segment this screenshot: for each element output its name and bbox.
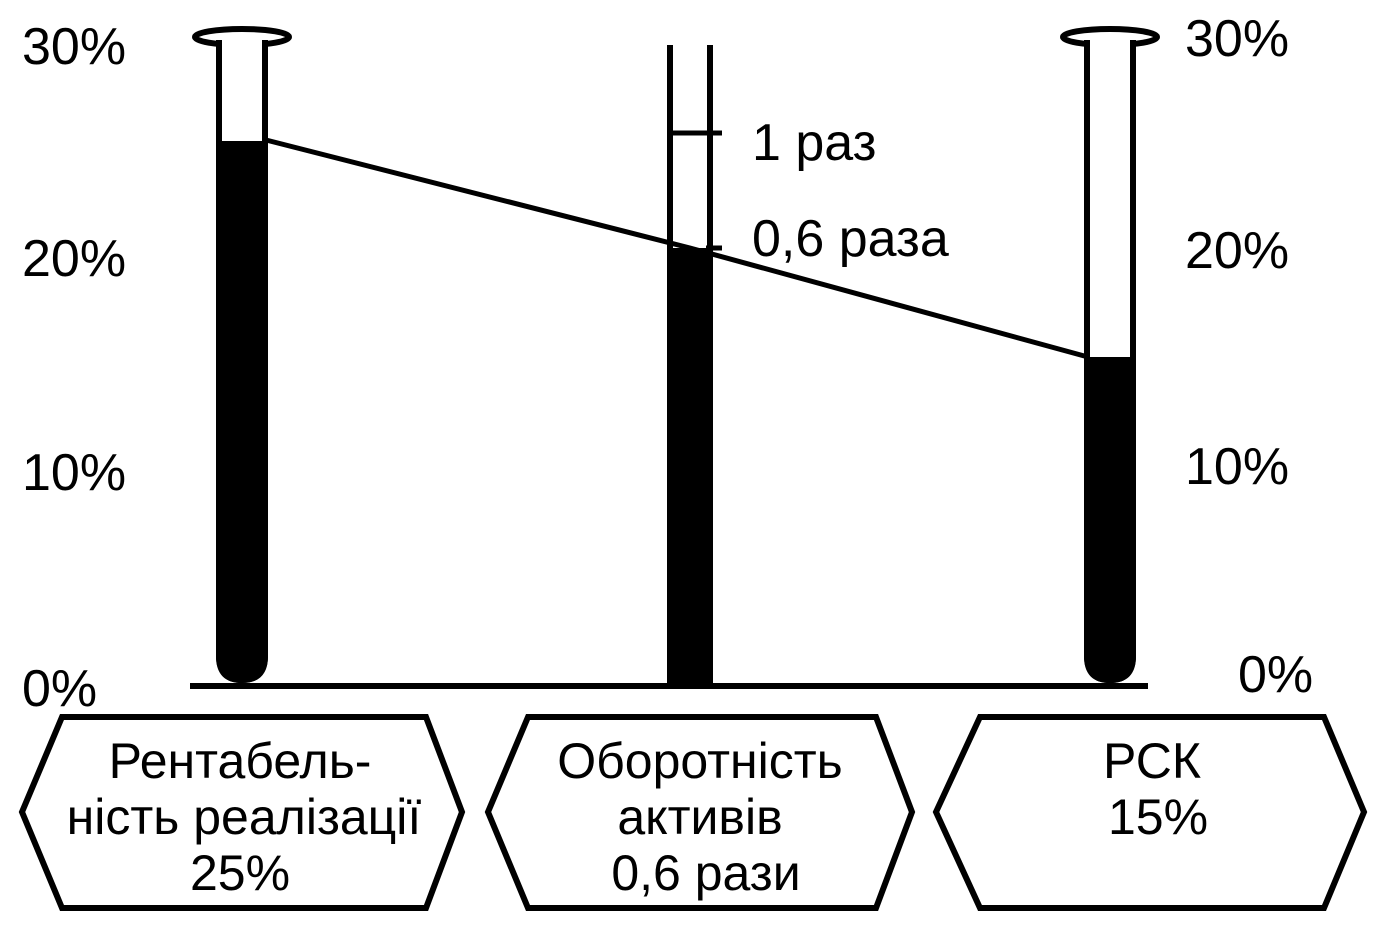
label-box-turnover-shape [484, 714, 916, 911]
label-profitability-line-1: Рентабель- [109, 733, 372, 789]
label-box-roe: РСК 15% [932, 714, 1368, 911]
label-roe-line-2: 15% [1108, 789, 1208, 845]
tube-profitability-fill [216, 141, 268, 683]
right-axis-label-20: 20% [1185, 222, 1289, 280]
tube-roe-fill [1084, 357, 1136, 683]
label-roe-line-1: РСК [1103, 733, 1201, 789]
label-turnover-line-1: Оборотність [557, 733, 842, 789]
tube-roe [1060, 26, 1160, 684]
label-profitability-line-3: 25% [190, 845, 290, 901]
label-box-profitability-shape [18, 714, 466, 911]
label-box-profitability: Рентабель- ність реалізації 25% [18, 714, 466, 911]
label-profitability-line-2: ність реалізації [67, 789, 422, 845]
scale-mark-1-label: 1 раз [752, 114, 876, 172]
right-axis-label-30: 30% [1185, 10, 1289, 68]
left-axis-label-30: 30% [22, 18, 126, 76]
right-axis-label-10: 10% [1185, 438, 1289, 496]
label-turnover-line-3: 0,6 рази [611, 845, 800, 901]
connecting-line [265, 137, 1089, 360]
left-axis-label-20: 20% [22, 230, 126, 288]
tube-turnover [667, 45, 722, 686]
left-axis-label-0: 0% [22, 660, 97, 718]
right-axis-label-0: 0% [1238, 646, 1313, 704]
tube-profitability [192, 26, 292, 684]
left-axis-label-10: 10% [22, 444, 126, 502]
scale-mark-06-label: 0,6 раза [752, 210, 949, 268]
label-box-roe-shape [932, 714, 1368, 911]
tube-turnover-fill [667, 248, 713, 686]
label-turnover-line-2: активів [617, 789, 782, 845]
label-box-turnover: Оборотність активів 0,6 рази [484, 714, 916, 911]
